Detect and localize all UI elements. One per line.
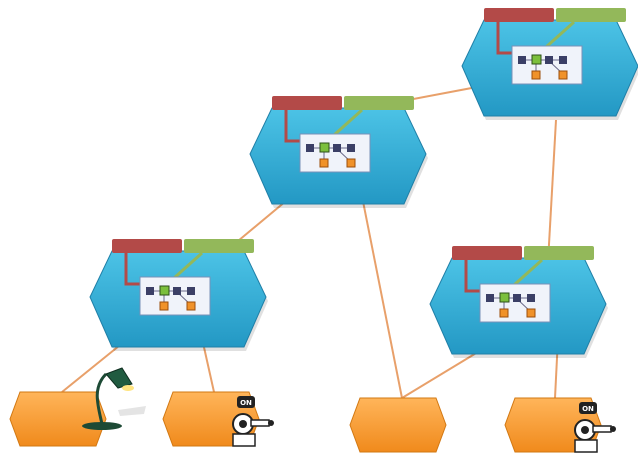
red-tab: [272, 96, 342, 110]
device-lamp[interactable]: [9, 367, 146, 447]
port-square: [559, 56, 567, 64]
end-devices: ON ON: [9, 367, 616, 453]
port-square-orange: [558, 70, 568, 80]
switch-lever: [250, 419, 270, 427]
port-square: [518, 56, 526, 64]
device-body: [349, 397, 447, 453]
port-square: [513, 294, 521, 302]
port-square-active: [159, 285, 170, 296]
switch-hub: [239, 420, 247, 428]
red-tab: [452, 246, 522, 260]
port-square-orange: [499, 308, 509, 318]
red-connector: [124, 253, 146, 286]
switch-knob: [268, 420, 274, 426]
switch-on-label: ON: [582, 405, 594, 413]
port-square: [173, 287, 181, 295]
port-square: [146, 287, 154, 295]
switch-top: [237, 396, 255, 408]
port-square: [306, 144, 314, 152]
red-connector: [496, 22, 518, 55]
port-square: [347, 144, 355, 152]
port-square-orange: [159, 301, 169, 311]
green-tab: [524, 246, 594, 260]
connection-link-4: [355, 165, 403, 399]
switch-panel: [299, 133, 371, 173]
red-tab: [112, 239, 182, 253]
switch-top: [579, 402, 597, 414]
lamp-bulb: [122, 385, 134, 391]
device-body: [9, 391, 107, 447]
port-square-orange: [526, 308, 536, 318]
green-tab: [344, 96, 414, 110]
device-switch-left[interactable]: ON: [162, 391, 274, 447]
switch-on-label: ON: [240, 399, 252, 407]
lamp-arm: [95, 372, 108, 425]
switch-panel: [139, 276, 211, 316]
device-switch-right[interactable]: ON: [504, 397, 616, 453]
port-square: [545, 56, 553, 64]
port-square-active: [319, 142, 330, 153]
green-tab: [184, 239, 254, 253]
port-square-orange: [186, 301, 196, 311]
lamp-shade: [105, 367, 133, 389]
port-square-orange: [346, 158, 356, 168]
green-tab: [556, 8, 626, 22]
switch-base: [232, 433, 256, 447]
port-square-active: [499, 292, 510, 303]
node-top-right[interactable]: [461, 8, 638, 120]
port-square-active: [531, 54, 542, 65]
port-square-orange: [531, 70, 541, 80]
switch-base: [574, 439, 598, 453]
port-square-orange: [319, 158, 329, 168]
power-switch-icon: ON: [232, 396, 274, 447]
desk-lamp-icon: [82, 367, 146, 430]
port-square: [486, 294, 494, 302]
controller-nodes: [89, 8, 638, 358]
node-mid-right[interactable]: [429, 246, 608, 358]
red-connector: [284, 110, 306, 143]
red-tab: [484, 8, 554, 22]
device-plain[interactable]: [349, 397, 447, 453]
red-connector: [464, 260, 486, 293]
switch-panel: [511, 45, 583, 85]
port-square: [333, 144, 341, 152]
power-switch-icon: ON: [574, 402, 616, 453]
node-mid-left[interactable]: [89, 239, 268, 351]
switch-knob: [610, 426, 616, 432]
lamp-base: [82, 422, 122, 430]
port-square: [187, 287, 195, 295]
switch-panel: [479, 283, 551, 323]
switch-lever: [592, 425, 612, 433]
switch-hub: [581, 426, 589, 434]
port-square: [527, 294, 535, 302]
lamp-light: [118, 406, 146, 416]
connection-link-2: [547, 119, 557, 263]
node-mid-center[interactable]: [249, 96, 428, 208]
